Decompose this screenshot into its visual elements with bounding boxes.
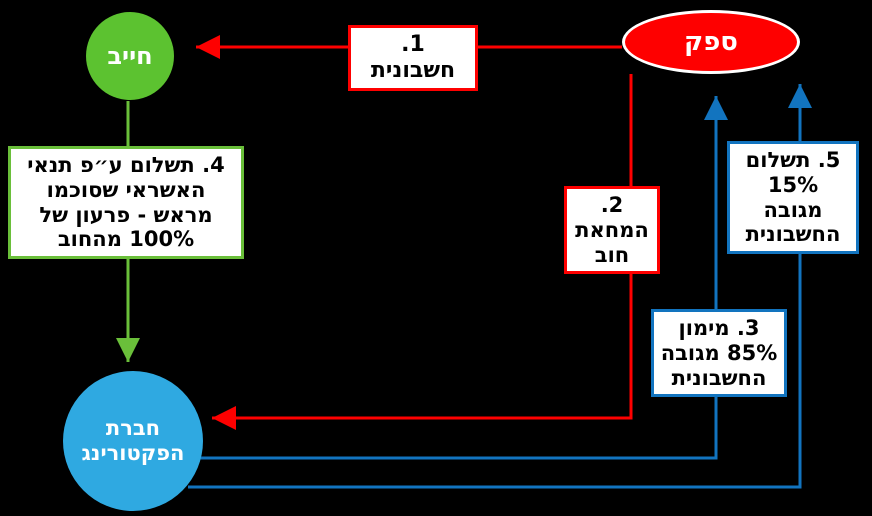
node-factoring-company-label: חברת הפקטורינג <box>81 415 185 465</box>
arrow-financing-85 <box>198 96 728 460</box>
step4-repayment-label: 4. תשלום ע״פ תנאי האשראי שסוכמו מראש - פ… <box>8 146 244 260</box>
step1-invoice-label: 1. חשבונית <box>348 25 478 91</box>
node-debtor-label: חייב <box>107 42 153 70</box>
step3-financing-label: 3. מימון 85% מגובה החשבונית <box>651 309 787 398</box>
step5-payment-label: 5. תשלום 15% מגובה החשבונית <box>727 141 859 255</box>
node-supplier-label: ספק <box>684 27 738 57</box>
arrow-payment-15 <box>188 84 812 489</box>
node-factoring-company: חברת הפקטורינג <box>63 371 203 511</box>
node-debtor: חייב <box>86 12 174 100</box>
node-supplier: ספק <box>622 10 800 74</box>
step2-debt-assignment-label: 2. המחאת חוב <box>564 186 660 275</box>
